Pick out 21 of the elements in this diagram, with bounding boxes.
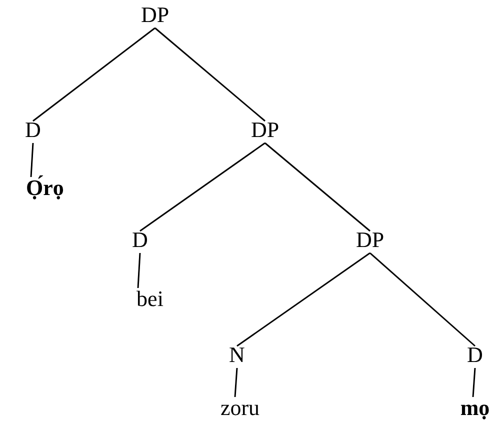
word-label: bei xyxy=(136,287,164,311)
tree-branch xyxy=(140,142,266,232)
word-label: mọ xyxy=(460,396,490,420)
category-label: DP xyxy=(356,228,384,252)
tree-branch xyxy=(370,252,476,347)
category-label: D xyxy=(132,228,148,252)
tree-branch xyxy=(264,142,370,232)
tree-branch xyxy=(32,27,156,122)
category-label: DP xyxy=(140,3,170,27)
category-label: DP xyxy=(250,118,280,142)
tree-branch xyxy=(472,368,476,398)
tree-branch xyxy=(236,252,370,347)
tree-branch xyxy=(137,252,141,288)
word-label: zoru xyxy=(220,396,260,420)
category-label: D xyxy=(25,118,41,142)
category-label: D xyxy=(467,343,483,367)
word-label: Ọ́rọ xyxy=(26,176,64,200)
tree-branch xyxy=(234,368,238,398)
category-label: N xyxy=(229,343,245,367)
tree-branch xyxy=(30,142,34,178)
tree-branch xyxy=(154,27,266,122)
